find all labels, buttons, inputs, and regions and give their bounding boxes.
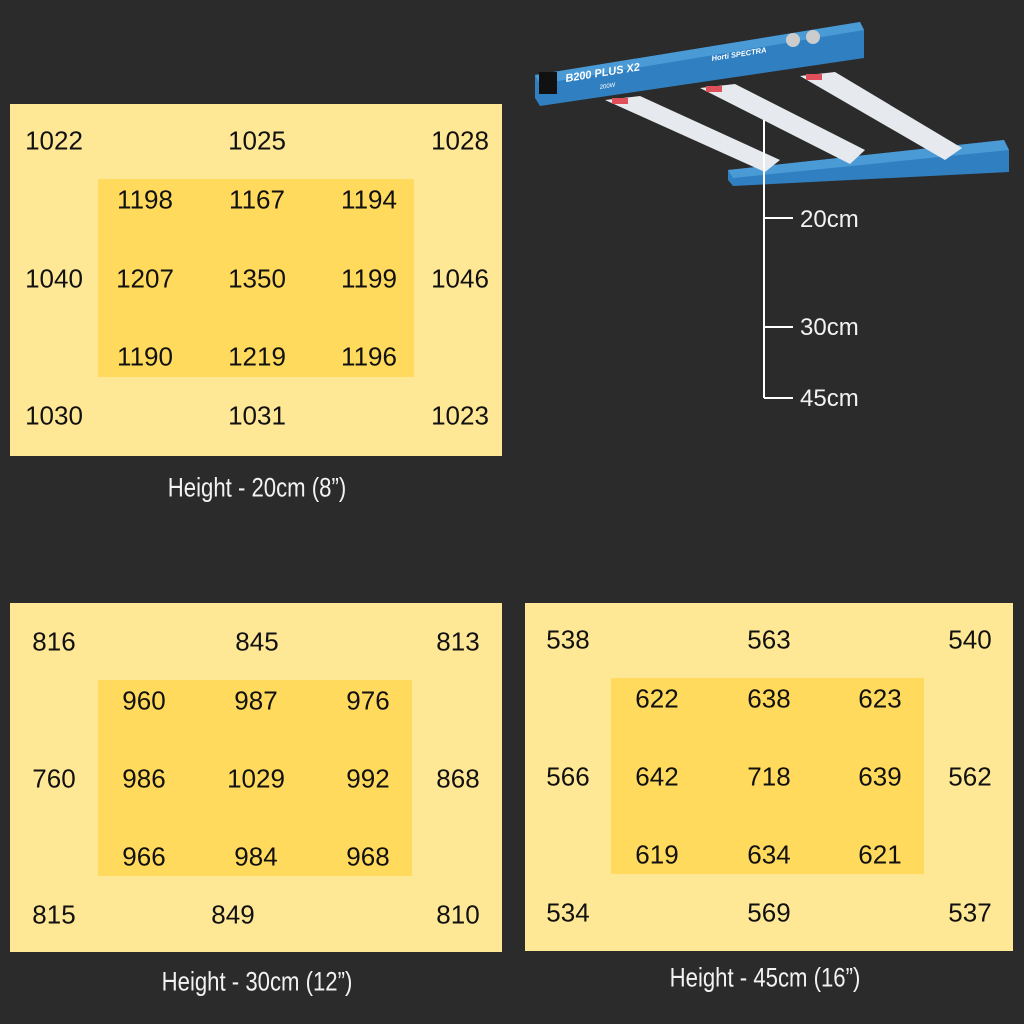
ppfd-value-inner: 1350 <box>228 263 286 294</box>
ppfd-value-inner: 1190 <box>117 341 173 372</box>
map-caption: Height - 45cm (16”) <box>669 962 861 993</box>
knob-icon <box>786 33 800 47</box>
ppfd-value-inner: 1029 <box>227 763 285 794</box>
ppfd-value-inner: 718 <box>747 761 791 792</box>
ppfd-value-inner: 619 <box>635 839 679 870</box>
scale-label-20cm: 20cm <box>800 206 859 233</box>
ppfd-map-inner-zone <box>98 179 414 377</box>
ppfd-value-outer: 1028 <box>431 125 489 156</box>
ppfd-value-inner: 622 <box>635 683 679 714</box>
ppfd-value-outer: 1025 <box>228 125 286 156</box>
ppfd-value-inner: 966 <box>122 841 166 872</box>
ppfd-value-outer: 1023 <box>431 400 489 431</box>
ppfd-value-inner: 976 <box>346 685 390 716</box>
ppfd-value-inner: 639 <box>858 761 902 792</box>
ppfd-value-outer: 540 <box>948 624 992 655</box>
scale-label-45cm: 45cm <box>800 385 859 412</box>
ppfd-value-inner: 986 <box>122 763 166 794</box>
ppfd-value-inner: 634 <box>747 839 791 870</box>
knob-icon <box>806 30 820 44</box>
ppfd-value-outer: 1030 <box>25 400 83 431</box>
ppfd-value-inner: 1199 <box>341 263 397 294</box>
ppfd-value-outer: 1031 <box>228 400 286 431</box>
ppfd-value-outer: 813 <box>436 626 480 657</box>
ppfd-value-inner: 1198 <box>117 184 173 215</box>
ppfd-value-inner: 638 <box>747 683 791 714</box>
ppfd-value-inner: 992 <box>346 763 390 794</box>
ppfd-value-outer: 562 <box>948 761 992 792</box>
ppfd-value-outer: 537 <box>948 897 992 928</box>
ppfd-map-inner-zone <box>611 678 924 874</box>
ppfd-map-inner-zone <box>98 680 412 876</box>
ppfd-value-outer: 815 <box>32 899 76 930</box>
ppfd-value-outer: 1022 <box>25 125 83 156</box>
ppfd-value-outer: 538 <box>546 624 590 655</box>
ppfd-value-inner: 1167 <box>229 184 285 215</box>
scale-label-30cm: 30cm <box>800 314 859 341</box>
fixture-front-bar: B200 PLUS X2 200W Horti SPECTRA <box>535 22 864 106</box>
ppfd-value-outer: 849 <box>211 899 255 930</box>
ppfd-value-outer: 534 <box>546 897 590 928</box>
ppfd-value-outer: 566 <box>546 761 590 792</box>
ppfd-value-inner: 968 <box>346 841 390 872</box>
ppfd-value-outer: 760 <box>32 763 76 794</box>
map-caption: Height - 20cm (8”) <box>167 472 347 503</box>
ppfd-value-inner: 1196 <box>341 341 397 372</box>
ppfd-value-inner: 987 <box>234 685 278 716</box>
ppfd-value-outer: 1046 <box>431 263 489 294</box>
ppfd-value-inner: 1219 <box>228 341 286 372</box>
ppfd-value-outer: 816 <box>32 626 76 657</box>
fixture-wattage-label: 200W <box>598 82 617 91</box>
ppfd-value-inner: 621 <box>858 839 902 870</box>
ppfd-value-inner: 984 <box>234 841 278 872</box>
ppfd-value-inner: 1194 <box>341 184 397 215</box>
map-caption: Height - 30cm (12”) <box>161 966 353 997</box>
height-scale <box>763 120 793 399</box>
ppfd-value-inner: 960 <box>122 685 166 716</box>
ppfd-value-inner: 1207 <box>116 263 174 294</box>
ppfd-value-outer: 1040 <box>25 263 83 294</box>
led-bars <box>605 72 962 172</box>
ppfd-value-outer: 563 <box>747 624 791 655</box>
power-socket-icon <box>539 72 557 94</box>
ppfd-value-outer: 845 <box>235 626 279 657</box>
ppfd-value-outer: 569 <box>747 897 791 928</box>
ppfd-value-outer: 810 <box>436 899 480 930</box>
ppfd-value-inner: 642 <box>635 761 679 792</box>
ppfd-value-outer: 868 <box>436 763 480 794</box>
ppfd-value-inner: 623 <box>858 683 902 714</box>
